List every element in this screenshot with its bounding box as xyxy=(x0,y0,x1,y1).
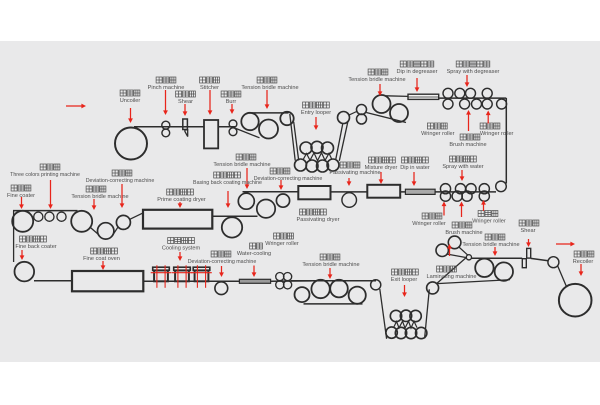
svg-text:Tension bridle machine: Tension bridle machine xyxy=(241,85,298,91)
svg-text:Wringer roller: Wringer roller xyxy=(421,131,455,137)
svg-text:Wringer roller: Wringer roller xyxy=(480,131,514,137)
svg-text:Laminating machine: Laminating machine xyxy=(426,274,476,280)
svg-text:Deviation-correcting machine: Deviation-correcting machine xyxy=(254,176,323,182)
svg-text:Wringer roller: Wringer roller xyxy=(472,219,506,225)
svg-text:Brush machine: Brush machine xyxy=(449,142,486,148)
svg-text:Tension bridle machine: Tension bridle machine xyxy=(71,194,128,200)
svg-text:Shear: Shear xyxy=(521,228,536,234)
svg-text:Tension bridle machine: Tension bridle machine xyxy=(462,242,519,248)
svg-text:Brush machine: Brush machine xyxy=(445,230,482,236)
svg-text:Passivating dryer: Passivating dryer xyxy=(297,217,340,223)
svg-text:Fine coat oven: Fine coat oven xyxy=(83,256,120,262)
svg-text:Wringer roller: Wringer roller xyxy=(265,241,299,247)
svg-text:Tension bridle machine: Tension bridle machine xyxy=(348,77,405,83)
svg-text:Deviation-correcting machine: Deviation-correcting machine xyxy=(188,259,257,265)
svg-text:Dip in degreaser: Dip in degreaser xyxy=(396,69,437,75)
svg-text:Recoiler: Recoiler xyxy=(573,259,594,265)
svg-text:Misture dryer: Misture dryer xyxy=(365,165,398,171)
svg-text:Uncoiler: Uncoiler xyxy=(120,98,141,104)
svg-text:Basing back coating machine: Basing back coating machine xyxy=(193,180,262,186)
svg-text:Entry looper: Entry looper xyxy=(301,110,331,116)
svg-text:Prime coating dryer: Prime coating dryer xyxy=(157,197,206,203)
svg-text:Wringer roller: Wringer roller xyxy=(412,221,446,227)
svg-text:Burr: Burr xyxy=(226,99,237,105)
svg-text:Spray with water: Spray with water xyxy=(442,164,483,170)
svg-text:Three colors printing machine: Three colors printing machine xyxy=(10,172,80,178)
svg-text:Water-cooling: Water-cooling xyxy=(237,251,271,257)
svg-text:Deviation-correcting machine: Deviation-correcting machine xyxy=(86,178,155,184)
svg-text:Exit looper: Exit looper xyxy=(391,277,418,283)
svg-text:Spray with degreaser: Spray with degreaser xyxy=(447,69,500,75)
svg-text:Cooling system: Cooling system xyxy=(162,246,201,252)
svg-text:Tension bridle machine: Tension bridle machine xyxy=(213,162,270,168)
svg-text:Tension bridle machine: Tension bridle machine xyxy=(302,262,359,268)
svg-text:Fine back coater: Fine back coater xyxy=(15,244,56,250)
svg-text:Dip in water: Dip in water xyxy=(400,165,430,171)
